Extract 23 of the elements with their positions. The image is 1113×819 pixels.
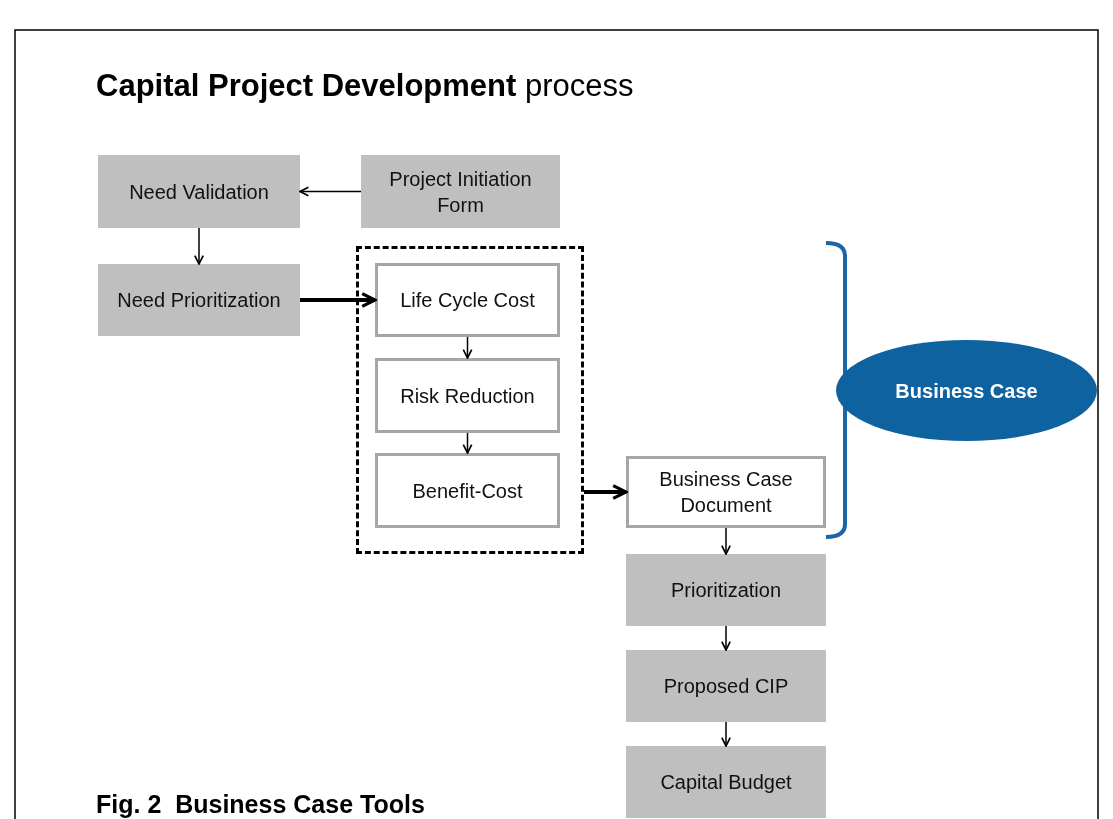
arrow bbox=[720, 625, 732, 651]
process-box: Proposed CIP bbox=[626, 650, 826, 722]
dashed-group-box bbox=[356, 246, 584, 554]
arrow bbox=[720, 527, 732, 555]
process-box: Need Validation bbox=[98, 155, 300, 228]
title: Capital Project Development process bbox=[96, 68, 634, 104]
arrow bbox=[584, 484, 628, 500]
arrow bbox=[462, 336, 473, 359]
process-box: Capital Budget bbox=[626, 746, 826, 818]
arrow bbox=[462, 432, 473, 454]
arrow bbox=[299, 186, 362, 197]
process-box: Benefit-Cost bbox=[375, 453, 560, 528]
process-box: Business Case Document bbox=[626, 456, 826, 528]
figure-caption: Fig. 2 Business Case Tools bbox=[96, 790, 425, 819]
process-box: Life Cycle Cost bbox=[375, 263, 560, 337]
arrow bbox=[720, 721, 732, 747]
process-box: Risk Reduction bbox=[375, 358, 560, 433]
oval-node: Business Case bbox=[836, 340, 1097, 441]
arrow bbox=[193, 227, 205, 265]
process-box: Project Initiation Form bbox=[361, 155, 560, 228]
process-box: Prioritization bbox=[626, 554, 826, 626]
process-box: Need Prioritization bbox=[98, 264, 300, 336]
arrow bbox=[300, 292, 377, 308]
